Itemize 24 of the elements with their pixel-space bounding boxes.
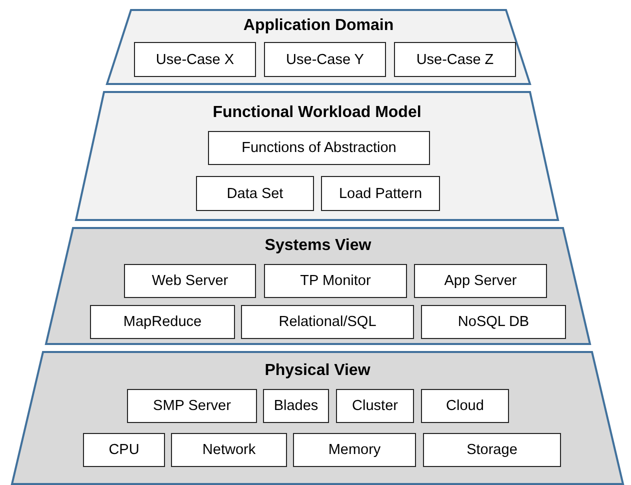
component-box: Relational/SQL (241, 305, 414, 339)
component-box: Use-Case Y (264, 42, 386, 77)
component-box: Use-Case Z (394, 42, 516, 77)
component-box: Blades (263, 389, 329, 423)
component-box: Web Server (124, 264, 256, 298)
component-box: Storage (423, 433, 561, 467)
component-box: SMP Server (127, 389, 257, 423)
component-box: Network (171, 433, 287, 467)
component-box: Cloud (421, 389, 509, 423)
component-box: Memory (293, 433, 416, 467)
component-box: Functions of Abstraction (208, 131, 430, 165)
layer-title: Physical View (264, 362, 370, 380)
layer-title: Systems View (264, 237, 372, 255)
component-box: Data Set (196, 176, 314, 211)
component-box: Cluster (336, 389, 414, 423)
component-box: TP Monitor (264, 264, 407, 298)
component-box: Use-Case X (134, 42, 256, 77)
component-box: MapReduce (90, 305, 235, 339)
component-box: App Server (414, 264, 547, 298)
component-box: CPU (83, 433, 165, 467)
layer-title: Application Domain (243, 17, 394, 35)
layer-title: Functional Workload Model (212, 104, 422, 122)
component-box: NoSQL DB (421, 305, 566, 339)
component-box: Load Pattern (321, 176, 440, 211)
